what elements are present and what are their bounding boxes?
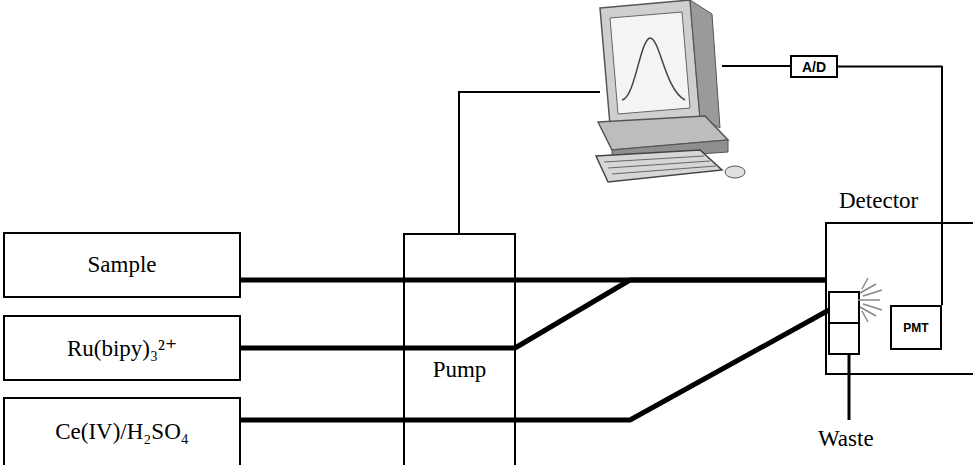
converter-box: A/D [790,55,838,78]
outlet-label: Waste [818,426,874,452]
control-wire [459,92,600,233]
pump-box: Pump [403,233,516,465]
box-label: A/D [802,59,826,75]
signal-wire [838,67,942,306]
pmt-box: PMT [890,305,942,350]
reagent-box: Ru(bipy)₃²⁺ [3,315,241,381]
box-label: Pump [433,357,487,383]
detector-box: DetectorPMT [825,222,973,375]
box-heading: Detector [839,188,918,214]
reagent-box: Sample [3,232,241,298]
box-label: Ru(bipy)₃²⁺ [67,335,177,362]
box-label: Sample [88,252,157,278]
computer-illustration [596,0,745,182]
reagent-box: Ce(IV)/H₂SO₄ [3,397,241,465]
signal-wire [722,65,790,67]
light-emission [858,278,882,322]
flow-cell [829,292,859,420]
flow-tube [241,280,825,348]
box-label: Ce(IV)/H₂SO₄ [55,419,189,445]
box-label: PMT [903,321,928,335]
flow-tube [241,310,829,420]
